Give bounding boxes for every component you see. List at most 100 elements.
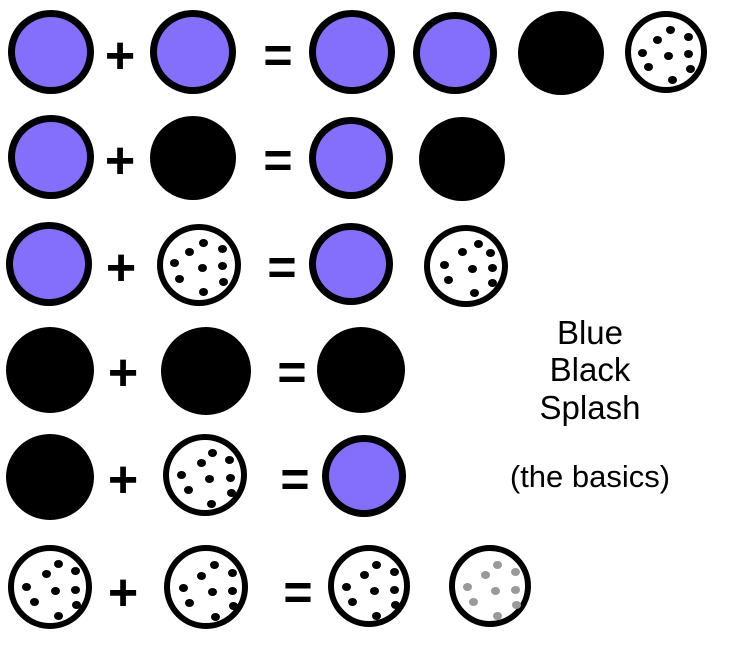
blue-circle xyxy=(8,10,94,94)
splash-dot xyxy=(458,248,467,256)
splash-dot xyxy=(391,601,400,609)
splash-dot xyxy=(208,588,217,596)
splash-dot xyxy=(218,262,227,270)
rule-row-3: + = xyxy=(0,222,731,314)
splash-dot xyxy=(198,264,207,272)
black-circle xyxy=(419,117,505,201)
splash-dot xyxy=(199,239,208,247)
blue-circle xyxy=(6,222,92,306)
faded-splash-dot xyxy=(511,586,520,594)
black-circle xyxy=(317,327,405,413)
rule-row-5: + = xyxy=(0,432,731,524)
splash-dot xyxy=(348,598,357,606)
splash-dot xyxy=(71,586,80,594)
blue-circle xyxy=(413,12,497,94)
splash-dot xyxy=(372,561,381,569)
splash-dot xyxy=(185,248,194,256)
splash-dot xyxy=(653,36,662,44)
splash-dot xyxy=(30,598,39,606)
splash-circle xyxy=(424,225,508,307)
splash-dot xyxy=(71,567,80,575)
faded-splash-dot xyxy=(493,612,502,620)
splash-dot xyxy=(372,612,381,620)
splash-dot xyxy=(684,33,693,41)
blue-circle xyxy=(8,115,94,199)
faded-splash-dot xyxy=(512,601,521,609)
black-circle xyxy=(150,116,236,200)
splash-dot xyxy=(390,568,399,576)
blue-circle xyxy=(309,117,393,199)
equals-operator: = xyxy=(283,564,313,620)
equals-operator: = xyxy=(280,451,310,507)
splash-dot xyxy=(210,561,219,569)
splash-dot xyxy=(42,570,51,578)
rule-row-2: + = xyxy=(0,115,731,205)
splash-dot xyxy=(390,586,399,594)
splash-circle xyxy=(328,545,410,627)
faded-splash-dot xyxy=(481,571,490,579)
splash-dot xyxy=(440,261,449,269)
splash-dot xyxy=(342,583,351,591)
splash-dot xyxy=(177,471,186,479)
faded-splash-dot xyxy=(493,561,502,569)
equals-operator: = xyxy=(277,344,307,400)
splash-dot xyxy=(185,599,194,607)
plus-operator: + xyxy=(104,132,136,190)
splash-circle xyxy=(163,434,247,516)
splash-dot xyxy=(197,572,206,580)
splash-dot xyxy=(686,65,695,73)
splash-dot xyxy=(226,474,235,482)
rule-row-6: + = xyxy=(0,543,731,639)
splash-dot xyxy=(197,459,206,467)
splash-dot xyxy=(208,449,217,457)
splash-dot xyxy=(219,278,228,286)
splash-dot xyxy=(486,249,495,257)
plus-operator: + xyxy=(105,239,137,297)
splash-dot xyxy=(22,583,31,591)
legend-subtitle: (the basics) xyxy=(509,459,671,494)
splash-dot xyxy=(488,279,497,287)
legend-title-line-2: Black xyxy=(549,351,631,388)
plus-operator: + xyxy=(104,27,136,85)
splash-dot xyxy=(638,49,647,57)
blue-circle xyxy=(150,10,236,94)
splash-circle xyxy=(157,224,241,306)
splash-dot xyxy=(664,52,673,60)
plus-operator: + xyxy=(107,344,139,402)
splash-dot xyxy=(218,245,227,253)
splash-dot xyxy=(474,240,483,248)
legend-title-line-1: Blue xyxy=(556,314,624,351)
faded-splash-dot xyxy=(491,587,500,595)
equals-operator: = xyxy=(263,27,293,83)
splash-dot xyxy=(179,584,188,592)
splash-dot xyxy=(72,601,81,609)
faded-splash-dot xyxy=(469,598,478,606)
splash-dot xyxy=(228,569,237,577)
blue-circle xyxy=(322,435,406,517)
blue-circle xyxy=(309,223,393,305)
splash-dot xyxy=(488,264,497,272)
splash-dot xyxy=(207,500,216,508)
equals-operator: = xyxy=(263,132,293,188)
splash-dot xyxy=(211,613,220,621)
splash-dot xyxy=(684,50,693,58)
splash-dot xyxy=(54,560,63,568)
splash-dot xyxy=(199,288,208,296)
splash-circle xyxy=(625,11,707,93)
splash-dot xyxy=(370,587,379,595)
splash-dot xyxy=(228,587,237,595)
splash-circle xyxy=(8,545,92,629)
splash-dot xyxy=(175,275,184,283)
splash-dot xyxy=(470,289,479,297)
plus-operator: + xyxy=(107,451,139,509)
splash-dot xyxy=(225,456,234,464)
black-circle xyxy=(6,434,94,520)
faded-splash-dot xyxy=(463,583,472,591)
splash-dot xyxy=(668,76,677,84)
splash-dot xyxy=(468,265,477,273)
splash-dot xyxy=(205,475,214,483)
legend-title-line-3: Splash xyxy=(539,389,641,426)
splash-dot xyxy=(444,276,453,284)
splash-dot xyxy=(54,612,63,620)
